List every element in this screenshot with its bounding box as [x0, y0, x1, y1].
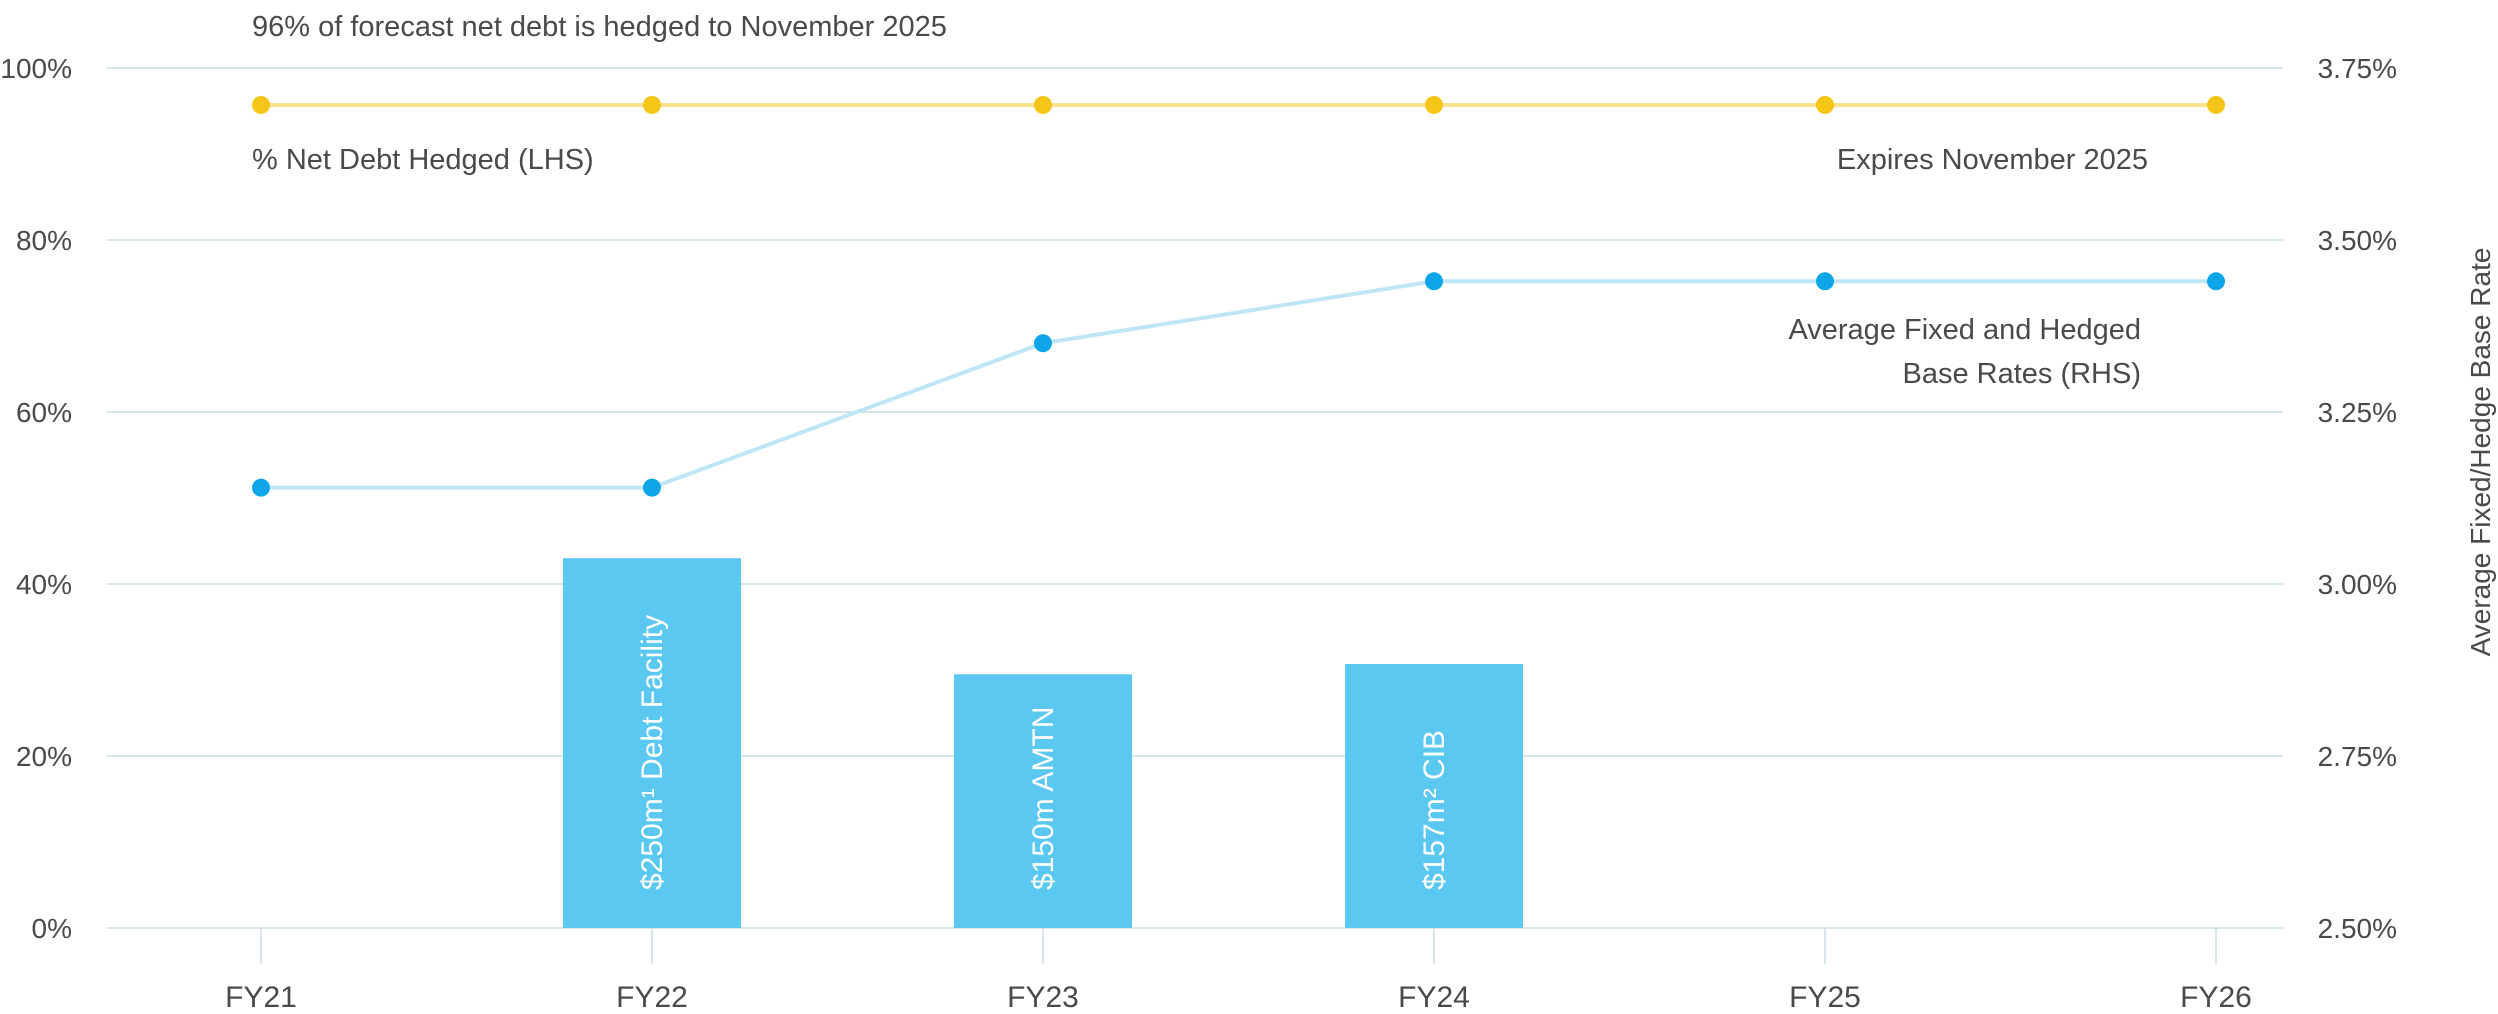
- series-point-1: [1425, 272, 1443, 291]
- series-point-0: [1425, 95, 1443, 114]
- category-tick-label: FY22: [616, 981, 688, 1014]
- category-tick-label: FY25: [1789, 981, 1861, 1014]
- left-axis-ticks: 0% 20% 40% 60% 80% 100%: [0, 53, 72, 944]
- right-tick-label: 3.50%: [2318, 225, 2397, 256]
- right-tick-label: 3.00%: [2318, 569, 2397, 600]
- series-point-1: [2207, 272, 2225, 291]
- series-lines: [252, 95, 2225, 497]
- rate-series-label-line2: Base Rates (RHS): [1902, 358, 2141, 390]
- right-tick-label: 3.25%: [2318, 397, 2397, 428]
- bar: [563, 558, 741, 928]
- bar-label: $150m AMTN: [1027, 707, 1060, 890]
- category-tick-label: FY23: [1007, 981, 1079, 1014]
- category-axis-ticks: FY21 FY22 FY23 FY24 FY25 FY26: [225, 928, 2252, 1014]
- expires-label: Expires November 2025: [1837, 144, 2148, 176]
- series-point-0: [2207, 95, 2225, 114]
- series-point-0: [643, 95, 661, 114]
- bar: [954, 674, 1132, 928]
- left-tick-label: 60%: [16, 397, 72, 428]
- series-line-1: [261, 279, 2216, 490]
- series-point-0: [252, 95, 270, 114]
- bar: [1345, 663, 1523, 928]
- hedged-series-label: % Net Debt Hedged (LHS): [252, 144, 594, 176]
- category-tick-label: FY26: [2180, 981, 2252, 1014]
- series-point-1: [252, 478, 270, 497]
- right-tick-label: 2.50%: [2318, 913, 2397, 944]
- right-axis-ticks: 2.50% 2.75% 3.00% 3.25% 3.50% 3.75%: [2318, 53, 2397, 944]
- left-tick-label: 100%: [0, 53, 72, 84]
- rate-series-label-line1: Average Fixed and Hedged: [1788, 314, 2141, 346]
- right-tick-label: 2.75%: [2318, 741, 2397, 772]
- series-point-0: [1034, 95, 1052, 114]
- category-tick-label: FY24: [1398, 981, 1470, 1014]
- left-tick-label: 0%: [32, 913, 72, 944]
- left-tick-label: 80%: [16, 225, 72, 256]
- left-tick-label: 20%: [16, 741, 72, 772]
- left-tick-label: 40%: [16, 569, 72, 600]
- right-tick-label: 3.75%: [2318, 53, 2397, 84]
- bar-label: $250m¹ Debt Facility: [636, 615, 669, 890]
- bars: $250m¹ Debt Facility $150m AMTN $157m² CIB: [563, 558, 1523, 928]
- series-point-1: [643, 478, 661, 497]
- top-note: 96% of forecast net debt is hedged to No…: [252, 11, 947, 43]
- grid-lines: [107, 67, 2283, 929]
- series-point-0: [1816, 95, 1834, 114]
- series-point-1: [1034, 334, 1052, 353]
- category-tick-label: FY21: [225, 981, 297, 1014]
- series-point-1: [1816, 272, 1834, 291]
- right-axis-label: Average Fixed/Hedge Base Rate: [2465, 248, 2496, 657]
- bar-label: $157m² CIB: [1418, 730, 1451, 890]
